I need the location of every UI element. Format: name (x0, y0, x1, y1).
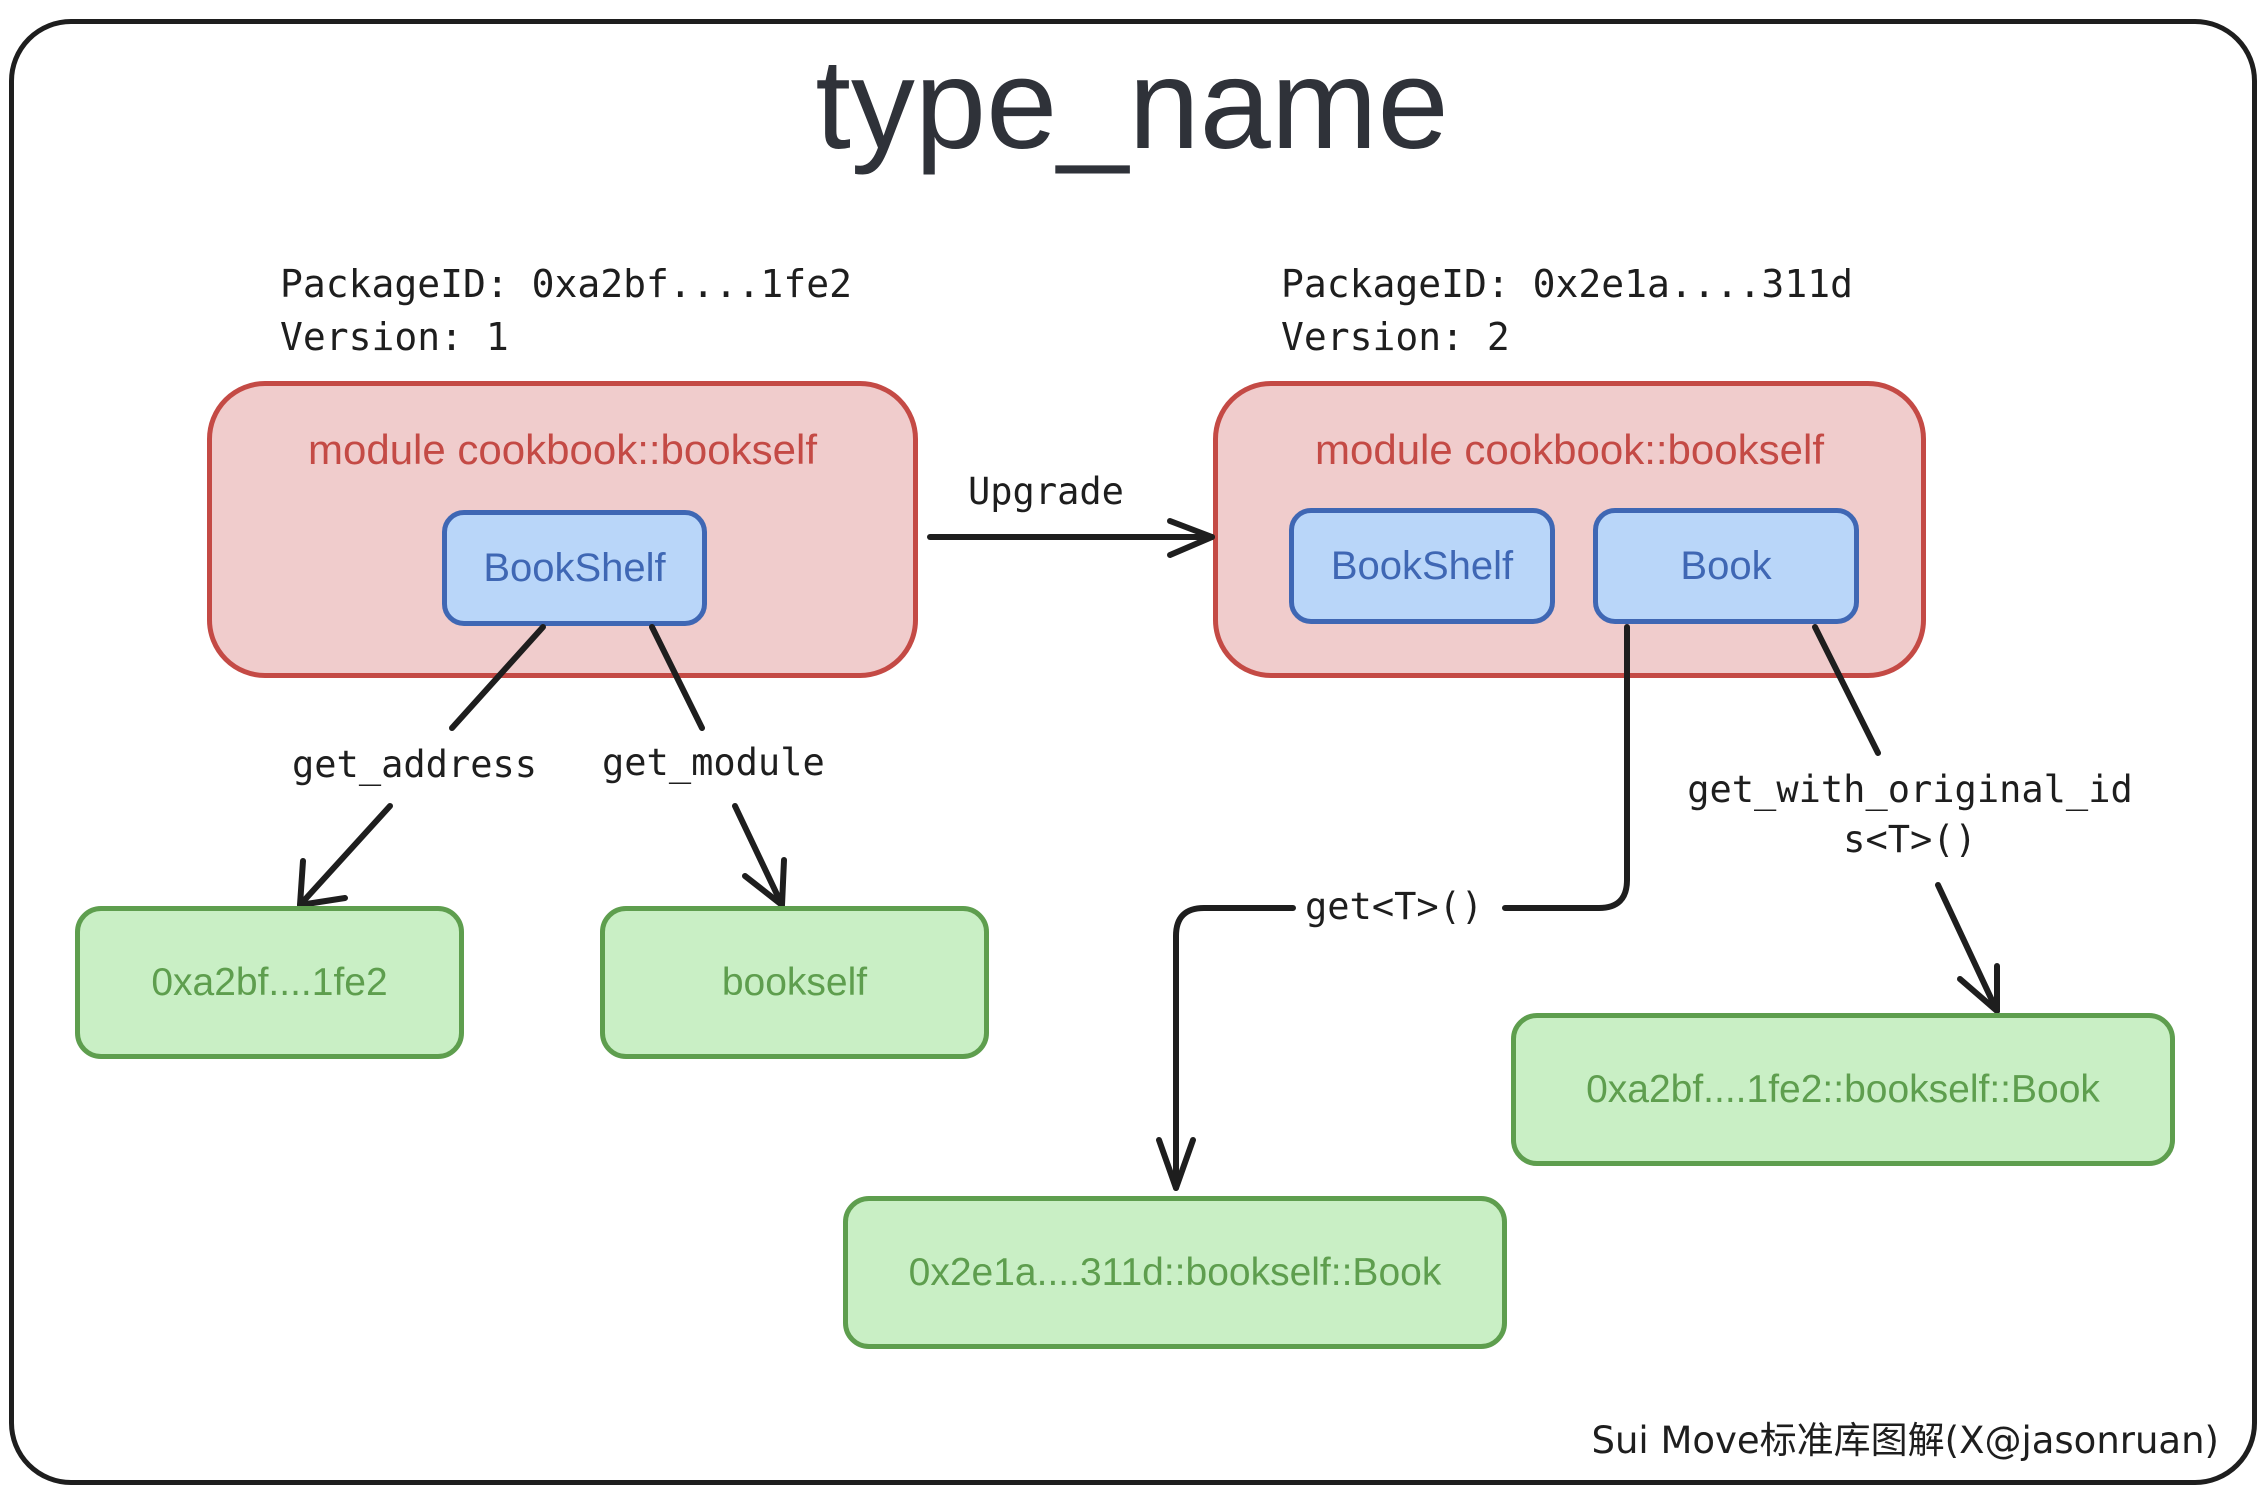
get-with-original-ids-line1: get_with_original_id (1670, 765, 2150, 815)
get-line-top (1502, 624, 1630, 911)
credit-text: Sui Move标准库图解(X@jasonruan) (1591, 1419, 2219, 1462)
get-module-line-bottom (732, 803, 785, 908)
original-ids-arrowhead (1957, 963, 2000, 1014)
right-bookshelf-type: BookShelf (1289, 508, 1555, 624)
get-module-arrowhead (742, 857, 787, 908)
right-module-label: module cookbook::bookself (1315, 426, 1824, 473)
get-arrowhead (1156, 1137, 1196, 1191)
left-package-version: Version: 1 (280, 315, 509, 359)
upgrade-label: Upgrade (968, 467, 1124, 517)
result-module: bookself (600, 906, 989, 1059)
get-label: get<T>() (1305, 882, 1484, 932)
result-get-type: 0x2e1a....311d::bookself::Book (843, 1196, 1507, 1349)
get-module-line-top (649, 624, 705, 731)
result-original-type: 0xa2bf....1fe2::bookself::Book (1511, 1013, 2175, 1166)
get-address-label: get_address (292, 740, 538, 790)
get-address-line-top (449, 624, 546, 731)
get-line-bottom (1173, 905, 1296, 1191)
right-package-version: Version: 2 (1281, 315, 1510, 359)
left-package-id: PackageID: 0xa2bf....1fe2 (280, 262, 852, 306)
left-bookshelf-type: BookShelf (442, 510, 707, 626)
right-package-id: PackageID: 0x2e1a....311d (1281, 262, 1853, 306)
right-book-type: Book (1593, 508, 1859, 624)
original-ids-line-bottom (1935, 882, 2000, 1014)
get-address-arrowhead (297, 858, 348, 908)
original-ids-line-top (1812, 624, 1881, 756)
get-address-line-bottom (297, 803, 393, 908)
upgrade-arrowhead (1167, 518, 1215, 558)
diagram-title: type_name (815, 33, 1449, 176)
get-module-label: get_module (602, 738, 825, 788)
left-module-label: module cookbook::bookself (308, 426, 817, 473)
get-with-original-ids-line2: s<T>() (1670, 815, 2150, 865)
result-address: 0xa2bf....1fe2 (75, 906, 464, 1059)
get-with-original-ids-label: get_with_original_id s<T>() (1670, 765, 2150, 865)
